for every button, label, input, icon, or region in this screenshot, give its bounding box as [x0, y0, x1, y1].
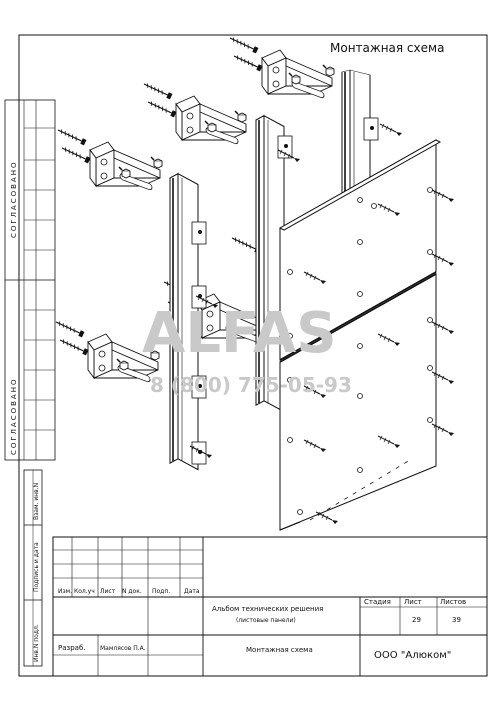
inv-replace-label: Взам. инв.N: [33, 483, 40, 520]
col-doc: N док.: [122, 588, 142, 595]
col-count: Кол.уч: [74, 588, 95, 595]
inventory-strip: Взам. инв.N Подпись и дата Инв.N подл.: [23, 469, 43, 667]
stage-label: Стадия: [364, 598, 391, 606]
col-sheet: Лист: [100, 588, 116, 595]
sign-date-label: Подпись и дата: [33, 542, 40, 592]
col-change: Изм.: [58, 588, 72, 595]
facade-panel-lower: [279, 273, 437, 531]
title-block-text: Изм. Кол.уч Лист N док. Подп. Дата Альбо…: [58, 588, 466, 661]
bracket-top-left: [56, 126, 161, 192]
company-name: ООО "Алюком": [374, 650, 451, 661]
left-stamp-strip: СОГЛАСОВАНО СОГЛАСОВАНО: [4, 99, 56, 461]
bracket-top-right: [228, 34, 333, 100]
developer-name: Мамлясов П.А.: [100, 645, 146, 652]
title-block: [52, 536, 488, 677]
col-date: Дата: [184, 588, 200, 595]
agreed-label-top: СОГЛАСОВАНО: [10, 161, 18, 238]
col-sign: Подп.: [152, 588, 170, 595]
watermark-phone: 8 (800) 775-05-93: [150, 373, 352, 397]
installation-diagram: [54, 34, 455, 531]
drawing-title: Монтажная схема: [330, 41, 444, 55]
album-title: Альбом технических решения: [212, 605, 323, 613]
sheets-value: 39: [452, 616, 461, 624]
sheets-label: Листов: [440, 598, 466, 606]
sheet-label: Лист: [404, 598, 422, 606]
inv-orig-label: Инв.N подл.: [33, 624, 40, 662]
agreed-label-bottom: СОГЛАСОВАНО: [10, 378, 18, 455]
album-subtitle: (листовые панели): [236, 617, 296, 624]
watermark-logo: ALFAS: [142, 301, 337, 366]
developed-label: Разраб.: [58, 644, 86, 652]
bracket-top-mid: [142, 80, 247, 146]
sheet-value: 29: [412, 616, 421, 624]
drawing-name: Монтажная схема: [246, 646, 313, 654]
facade-panel-upper: [278, 139, 442, 361]
